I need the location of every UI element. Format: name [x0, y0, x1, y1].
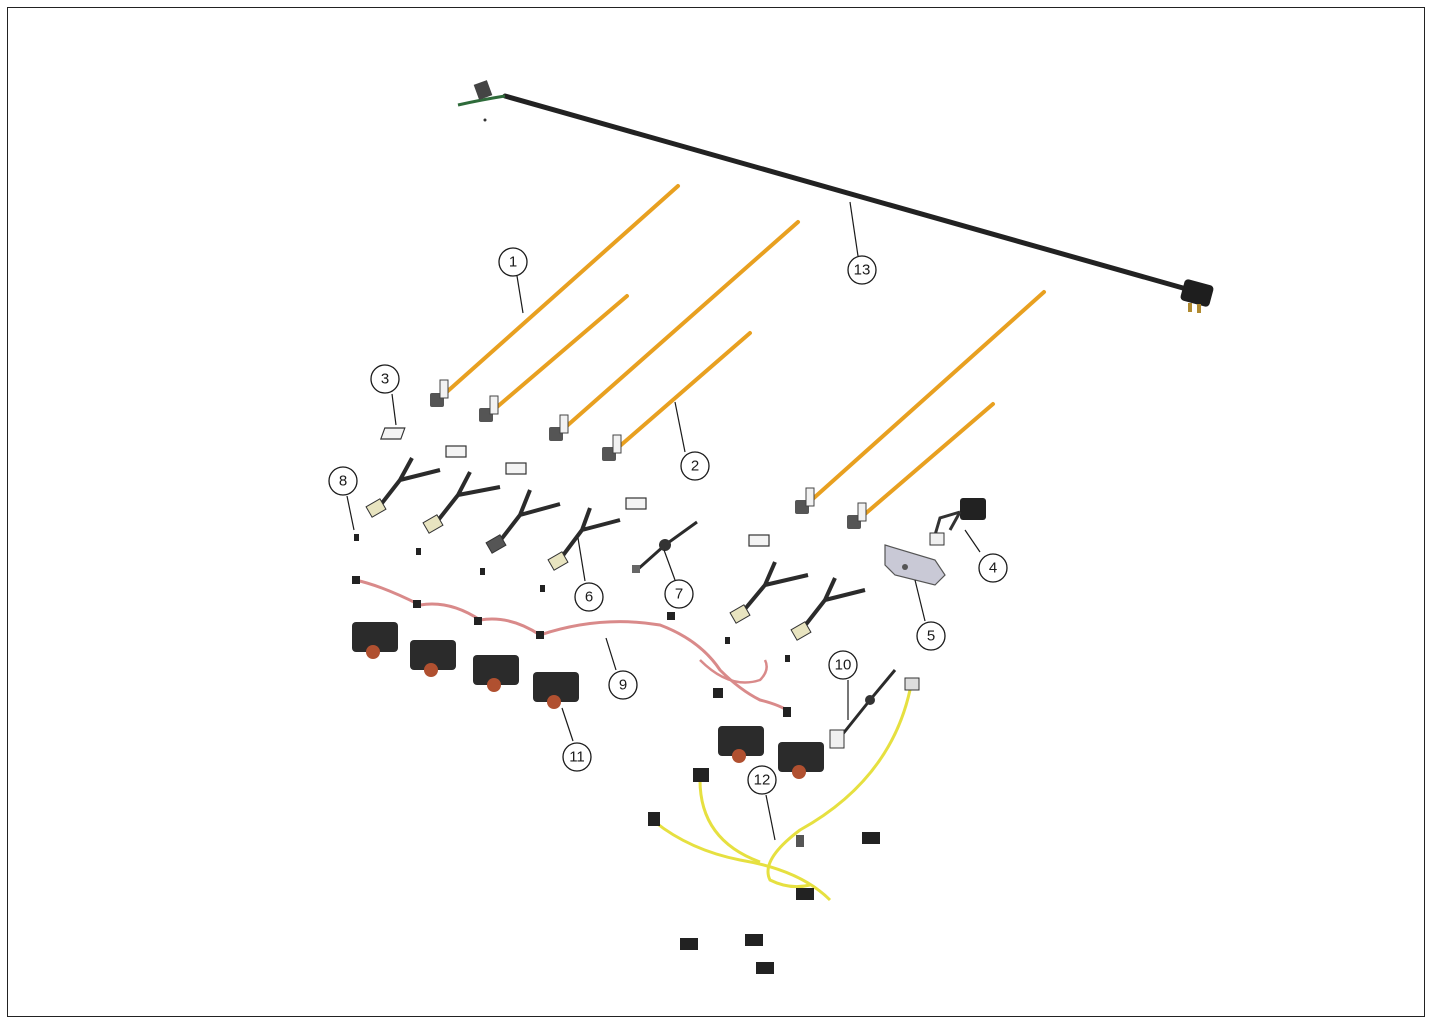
svg-text:8: 8 [339, 473, 347, 490]
leader-lines [346, 201, 981, 841]
svg-text:4: 4 [989, 560, 997, 577]
electrode-rod [479, 294, 629, 422]
electrode-rod [430, 184, 680, 407]
svg-text:5: 5 [927, 628, 935, 645]
electrode-rod [549, 220, 800, 441]
y-cables [365, 457, 866, 641]
mounting-bracket [884, 544, 946, 586]
callout-13: 13 [847, 255, 877, 285]
y-cable [365, 457, 441, 518]
callout-8: 8 [328, 466, 358, 496]
electrode-rod [602, 331, 752, 461]
callout-3: 3 [370, 364, 400, 394]
callout-2: 2 [680, 451, 710, 481]
connector-assembly [929, 498, 986, 546]
switch-block [778, 742, 824, 779]
callout-12: 12 [747, 765, 777, 795]
callout-5: 5 [916, 621, 946, 651]
callout-1: 1 [498, 247, 528, 277]
callout-6: 6 [574, 582, 604, 612]
switch-block [718, 726, 764, 763]
switch-blocks [352, 622, 824, 779]
power-cord [457, 80, 1214, 313]
callout-9: 9 [608, 670, 638, 700]
small-clips [354, 534, 790, 662]
sensor-cable [829, 669, 897, 749]
switch-block [533, 672, 579, 709]
svg-text:10: 10 [835, 657, 852, 674]
red-wire-harness [352, 576, 791, 717]
svg-text:7: 7 [675, 586, 683, 603]
switch-block [473, 655, 519, 692]
callout-4: 4 [978, 553, 1008, 583]
y-cable [547, 507, 621, 571]
callouts: 1 2 3 4 5 6 7 8 9 10 11 12 13 [328, 247, 1008, 795]
svg-text:2: 2 [691, 458, 699, 475]
jumper-cable [632, 520, 698, 573]
y-cable [422, 471, 501, 534]
adhesive-feet [680, 832, 880, 974]
y-cable [790, 577, 866, 641]
electrode-rod [795, 290, 1046, 514]
callout-11: 11 [562, 742, 592, 772]
callout-10: 10 [828, 650, 858, 680]
svg-text:12: 12 [754, 772, 771, 789]
callout-7: 7 [664, 579, 694, 609]
svg-text:6: 6 [585, 589, 593, 606]
y-cable [485, 489, 561, 554]
svg-text:11: 11 [569, 749, 585, 766]
y-cable [729, 561, 809, 624]
electrode-rods [430, 184, 1046, 529]
svg-text:9: 9 [619, 677, 627, 694]
svg-text:13: 13 [854, 262, 871, 279]
svg-text:3: 3 [381, 371, 389, 388]
svg-text:1: 1 [509, 254, 517, 271]
insulator-pads [379, 427, 770, 547]
switch-block [352, 622, 398, 659]
electrode-rod [847, 402, 995, 529]
yellow-wire-harness [648, 677, 920, 902]
switch-block [410, 640, 456, 677]
